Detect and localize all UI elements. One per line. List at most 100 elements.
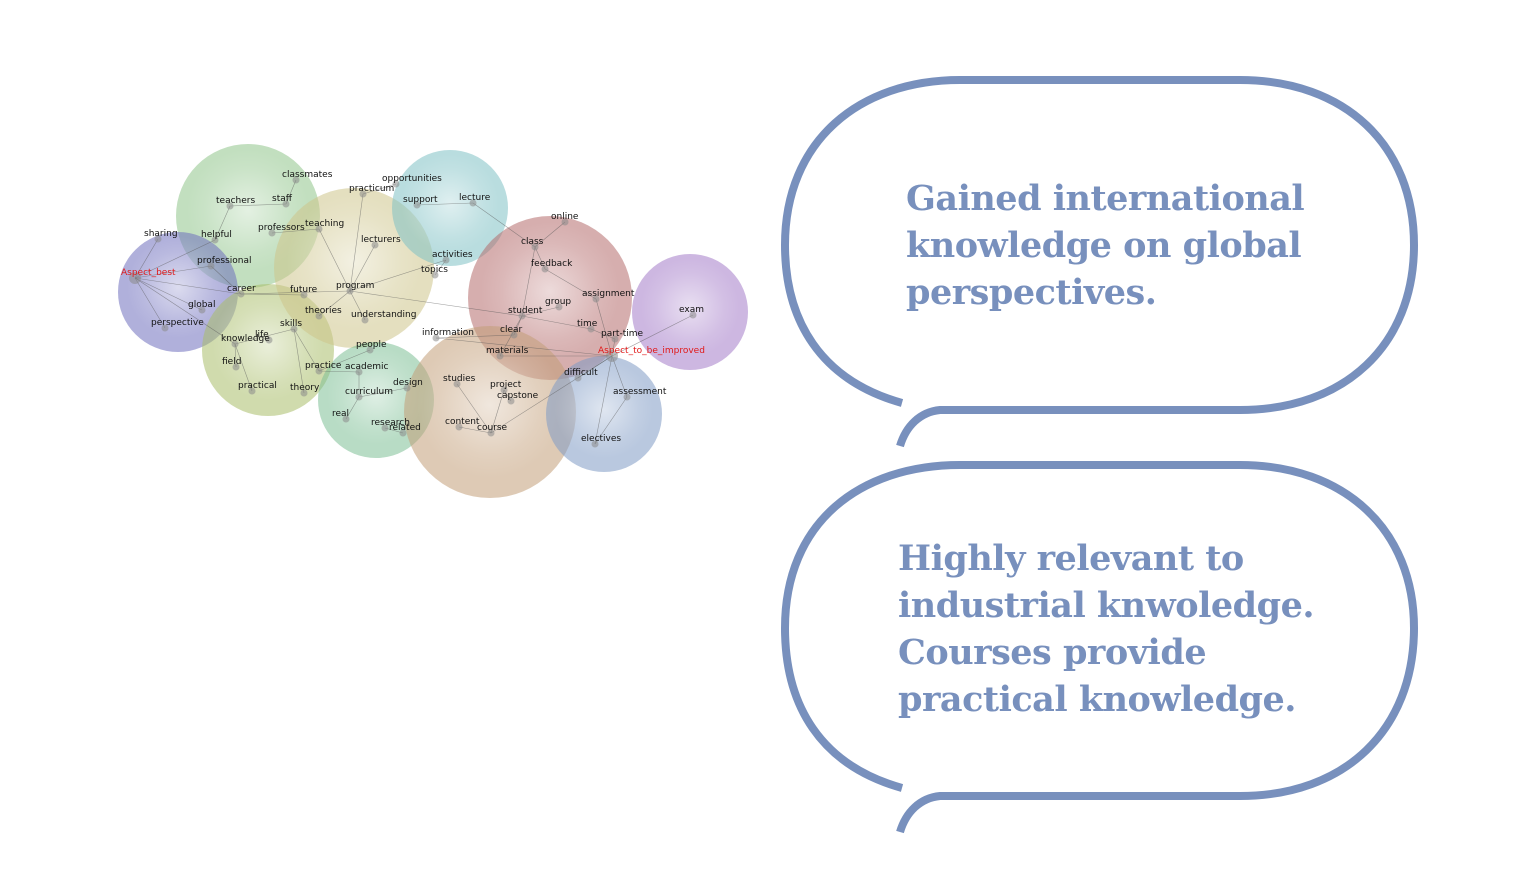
network-node — [282, 200, 290, 208]
quote-bottom-line-1: Highly relevant to — [898, 538, 1244, 579]
network-edge — [435, 337, 613, 357]
network-edge — [611, 355, 628, 398]
network-node — [371, 241, 379, 249]
network-node — [496, 352, 504, 360]
network-node — [315, 312, 323, 320]
network-edge — [472, 202, 536, 248]
network-edge — [134, 277, 242, 295]
network-edge — [521, 315, 592, 330]
network-node — [403, 384, 411, 392]
network-node — [300, 389, 308, 397]
network-edge — [595, 298, 613, 357]
word-label: support — [403, 195, 438, 205]
network-edge — [240, 290, 351, 295]
network-node — [541, 265, 549, 273]
community-sheen-rose — [480, 221, 620, 362]
word-label: online — [551, 212, 579, 222]
network-node — [232, 363, 240, 371]
quote-top-line-3: perspectives. — [906, 272, 1157, 313]
network-edge — [293, 328, 320, 372]
speech-bubble-bottom — [781, 461, 1418, 834]
network-edge — [318, 290, 351, 317]
word-label: sharing — [144, 229, 178, 239]
network-edge — [345, 396, 360, 420]
word-label: information — [422, 328, 474, 338]
network-node — [342, 415, 350, 423]
word-label: assignment — [582, 289, 635, 299]
word-label: field — [222, 357, 241, 367]
network-node — [346, 287, 354, 295]
network-node — [500, 386, 508, 394]
network-edge — [134, 238, 159, 279]
word-label: future — [290, 285, 318, 295]
network-node — [237, 290, 245, 298]
network-edge — [234, 343, 237, 368]
community-sheen-violet — [640, 258, 740, 357]
network-nodes — [129, 176, 697, 448]
network-edge — [534, 221, 566, 248]
word-label: materials — [486, 346, 529, 356]
network-node — [431, 271, 439, 279]
word-label: design — [393, 378, 423, 388]
network-node — [161, 324, 169, 332]
word-label: curriculum — [345, 387, 393, 397]
word-label: career — [227, 284, 256, 294]
network-node — [315, 225, 323, 233]
word-label: perspective — [151, 318, 204, 328]
word-label: project — [490, 380, 522, 390]
network-node — [592, 295, 600, 303]
network-node — [606, 350, 618, 362]
network-node — [290, 325, 298, 333]
network-node — [207, 262, 215, 270]
network-node — [413, 201, 421, 209]
network-node — [510, 331, 518, 339]
word-label: academic — [345, 362, 388, 372]
word-label: research — [371, 418, 410, 428]
network-node — [561, 218, 569, 226]
network-node — [587, 325, 595, 333]
aspect-label: Aspect_to_be_improved — [598, 346, 705, 356]
quote-bottom-line-3: Courses provide — [898, 632, 1207, 673]
network-edge — [490, 389, 505, 434]
word-label: practicum — [349, 184, 394, 194]
network-edge — [240, 293, 305, 296]
word-label: lecture — [459, 193, 491, 203]
network-edge — [611, 314, 694, 357]
network-node — [315, 367, 323, 375]
network-edge — [234, 343, 253, 392]
network-node — [442, 256, 450, 264]
network-node — [518, 312, 526, 320]
word-label: activities — [432, 250, 473, 260]
word-label: class — [521, 237, 544, 247]
word-label: global — [188, 300, 215, 310]
word-label: group — [545, 297, 571, 307]
word-label: teaching — [305, 219, 344, 229]
network-node — [399, 429, 407, 437]
word-label: practical — [238, 381, 277, 391]
network-edge — [318, 370, 360, 373]
quote-bottom-line-4: practical knowledge. — [898, 679, 1296, 720]
word-label: exam — [679, 305, 704, 315]
word-label: skills — [280, 319, 302, 329]
word-label: practice — [305, 361, 342, 371]
word-label: lecturers — [361, 235, 401, 245]
network-node — [355, 393, 363, 401]
word-label: helpful — [201, 230, 232, 240]
word-label: content — [445, 417, 480, 427]
network-edge — [134, 277, 203, 311]
network-edge — [134, 277, 236, 345]
network-node — [487, 429, 495, 437]
network-node — [198, 306, 206, 314]
community-sheen-mint — [326, 346, 426, 445]
word-label: professors — [258, 223, 305, 233]
word-label: topics — [421, 265, 448, 275]
network-edge — [362, 183, 397, 195]
word-label: electives — [581, 434, 621, 444]
network-node — [231, 340, 239, 348]
network-edge — [229, 203, 287, 207]
community-sheen-teal — [400, 154, 500, 253]
network-node — [211, 236, 219, 244]
word-label: feedback — [531, 259, 573, 269]
